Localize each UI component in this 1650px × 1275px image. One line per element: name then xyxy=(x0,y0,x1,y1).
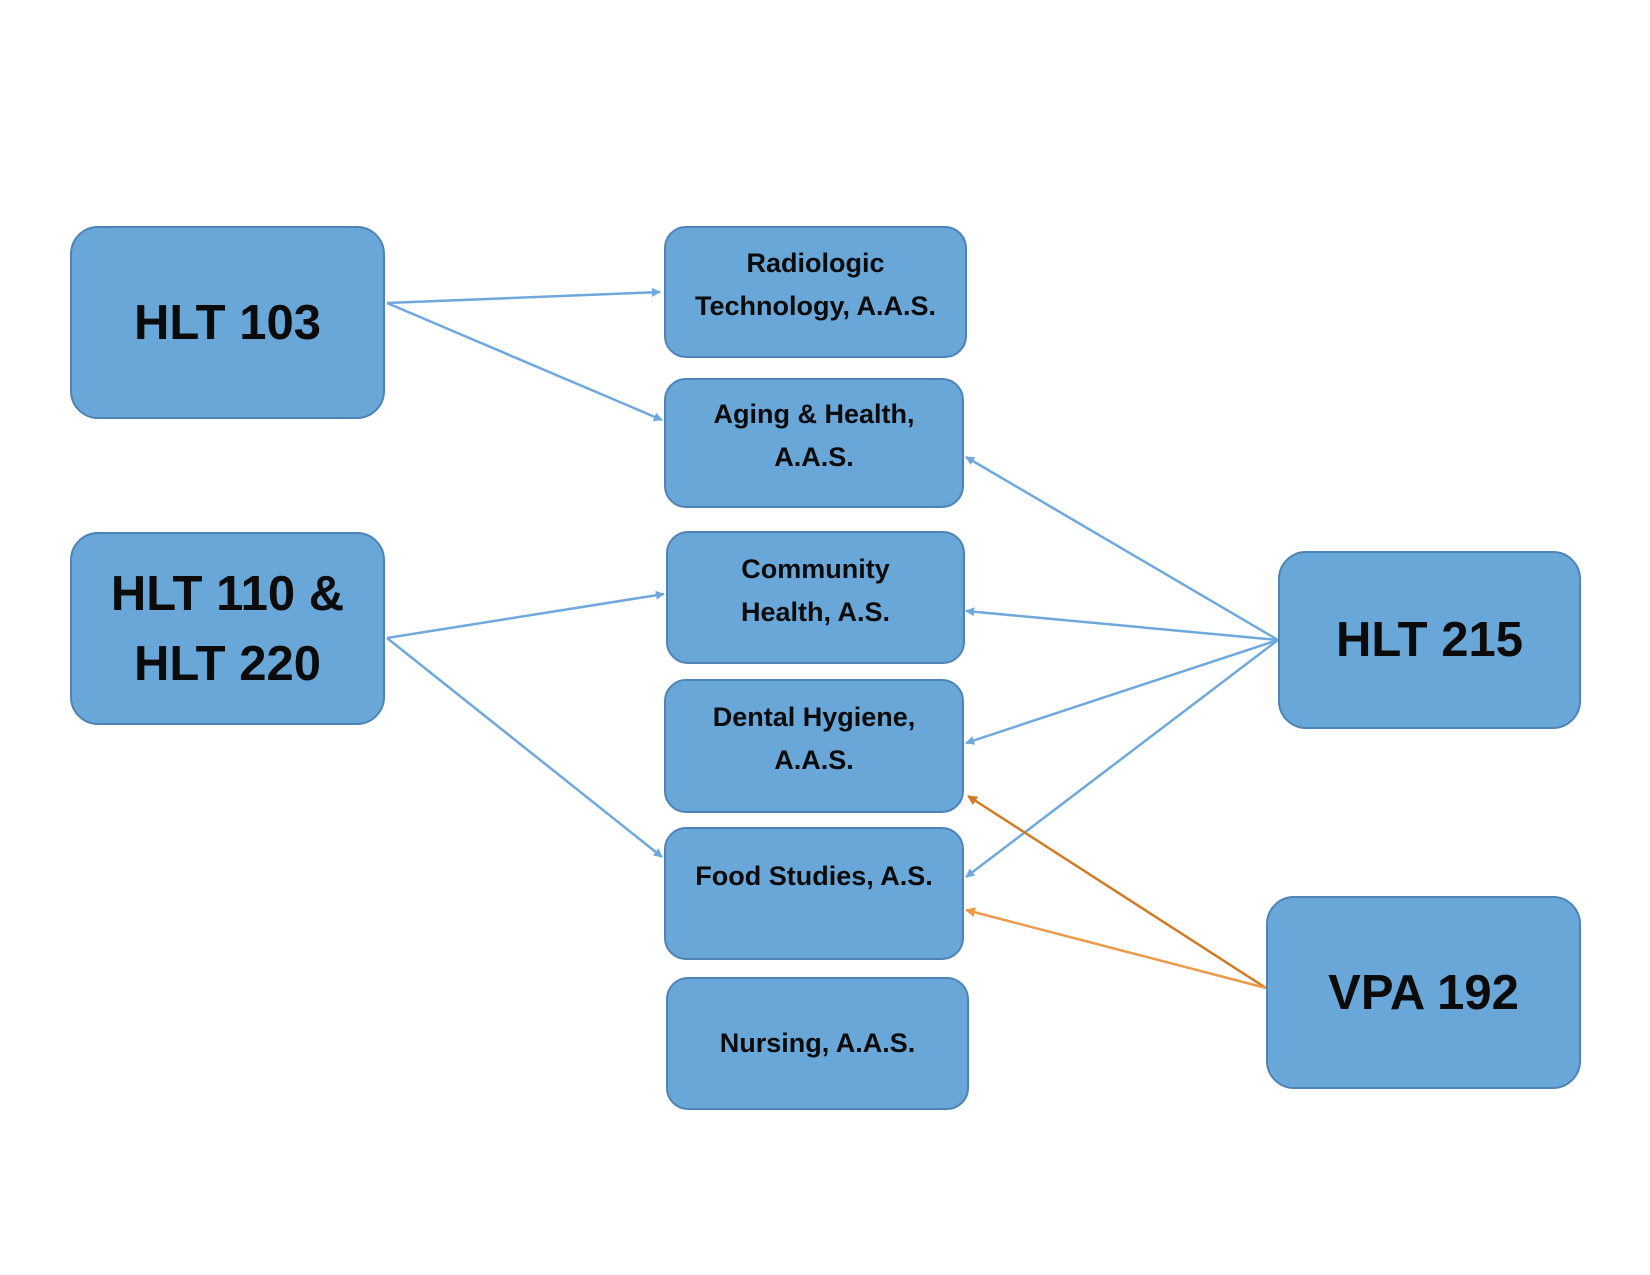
course-label: HLT 110 & HLT 220 xyxy=(110,566,345,691)
arrow-hlt103-to-aging xyxy=(386,301,663,422)
program-label: Aging & Health, A.A.S. xyxy=(713,399,915,472)
arrow-hlt215-to-aging xyxy=(965,455,1279,642)
program-box-radiologic-technology: Radiologic Technology, A.A.S. xyxy=(664,226,967,358)
arrow-vpa192-to-food xyxy=(965,907,1267,990)
arrow-hlt110-to-community xyxy=(386,590,665,640)
course-label: VPA 192 xyxy=(1328,965,1519,1020)
program-box-nursing: Nursing, A.A.S. xyxy=(666,977,969,1110)
course-box-hlt103: HLT 103 xyxy=(70,226,385,419)
program-label: Dental Hygiene, A.A.S. xyxy=(712,702,916,775)
arrow-hlt215-to-food xyxy=(965,639,1279,878)
program-box-community-health: Community Health, A.S. xyxy=(666,531,965,664)
arrow-hlt215-to-community xyxy=(965,607,1279,642)
program-label: Community Health, A.S. xyxy=(740,553,891,627)
program-box-dental-hygiene: Dental Hygiene, A.A.S. xyxy=(664,679,964,813)
arrow-vpa192-to-dental xyxy=(967,794,1267,990)
program-label: Radiologic Technology, A.A.S. xyxy=(694,248,936,321)
course-box-hlt215: HLT 215 xyxy=(1278,551,1581,729)
arrow-hlt110-to-food xyxy=(386,637,663,858)
program-label: Food Studies, A.S. xyxy=(695,861,933,891)
course-label: HLT 103 xyxy=(134,295,321,350)
arrow-hlt215-to-dental xyxy=(965,638,1279,745)
arrow-hlt103-to-radiologic xyxy=(386,287,661,305)
course-box-hlt110-hlt220: HLT 110 & HLT 220 xyxy=(70,532,385,725)
program-box-food-studies: Food Studies, A.S. xyxy=(664,827,964,960)
course-label: HLT 215 xyxy=(1336,613,1523,667)
course-box-vpa192: VPA 192 xyxy=(1266,896,1581,1089)
program-label: Nursing, A.A.S. xyxy=(719,1028,916,1058)
program-box-aging-health: Aging & Health, A.A.S. xyxy=(664,378,964,508)
